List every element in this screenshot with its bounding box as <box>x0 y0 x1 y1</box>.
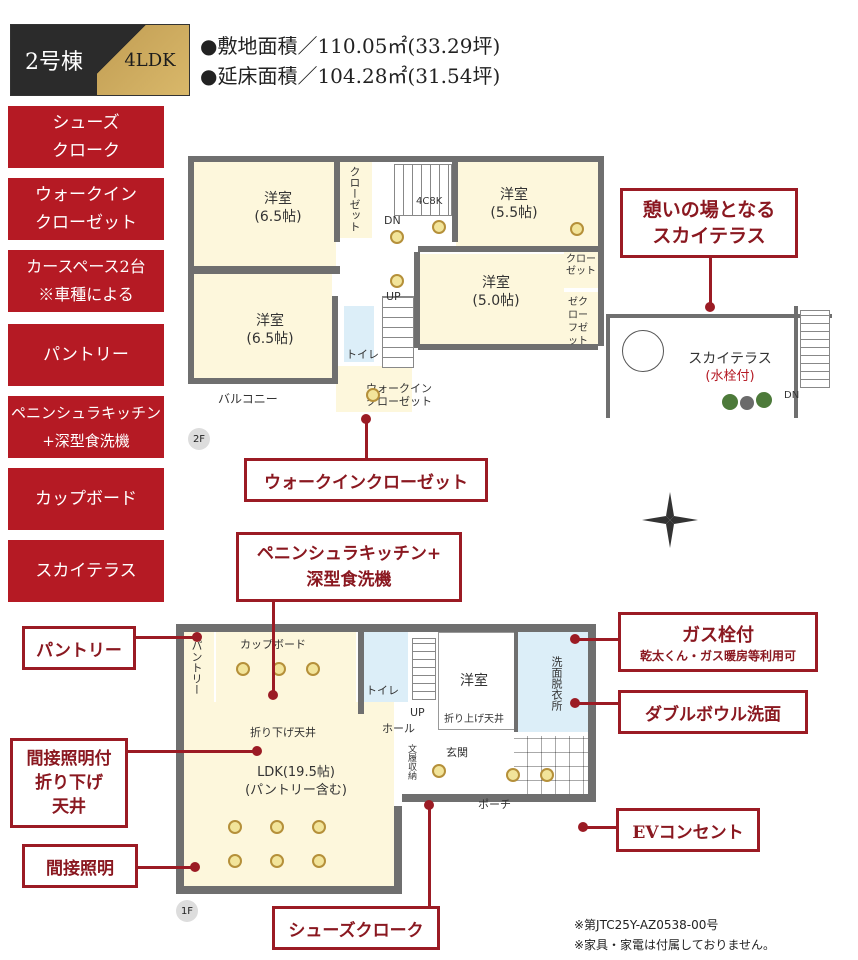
menu-cupboard: カップボード <box>8 468 164 530</box>
room-2f-d: 洋室 (5.0帖) <box>472 275 520 309</box>
hall-1f: ホール <box>382 722 415 735</box>
disclaimer-note: ※家具・家電は付属しておりません。 <box>574 938 775 952</box>
callout-walk-in-closet: ウォークインクローゼット <box>244 458 488 502</box>
shoes-1f: 文履収納 <box>406 744 416 780</box>
menu-shoes-closet: シューズ クローク <box>8 106 164 168</box>
toilet-2f: トイレ <box>346 348 379 361</box>
floor-1f-label: 1F <box>176 900 198 922</box>
callout-indirect-ceiling: 間接照明付 折り下げ 天井 <box>10 738 128 828</box>
compass-icon <box>642 492 698 548</box>
closet-2f-2: クローゼット <box>566 254 596 277</box>
menu-sky-terrace: スカイテラス <box>8 540 164 602</box>
layout-label: 4LDK <box>97 25 189 95</box>
ceiling-1f: 折り下げ天井 <box>250 726 316 739</box>
menu-kitchen: ペニンシュラキッチン +深型食洗機 <box>8 396 164 458</box>
callout-ev-outlet: EVコンセント <box>616 808 760 852</box>
genkan-1f: 玄関 <box>446 746 468 759</box>
callout-pantry: パントリー <box>22 626 136 670</box>
closet-2f-3: ゼクロー フゼット <box>568 297 588 347</box>
room-2f-a: 洋室 (6.5帖) <box>254 191 302 225</box>
floor-plan-1f: パントリー カップボード 折り下げ天井 LDK(19.5帖) (パントリー含む)… <box>176 624 596 894</box>
menu-walk-in-closet: ウォークイン クローゼット <box>8 178 164 240</box>
storage-2f: 4C8K <box>416 196 443 207</box>
floor-area: ●延床面積／104.28㎡(31.54坪) <box>200 64 501 88</box>
wic-2f: ウォークイン クローゼット <box>366 382 432 408</box>
room-2f-b: 洋室 (6.5帖) <box>246 313 294 347</box>
unit-label: 2号棟 <box>11 25 97 95</box>
dn-2f: DN <box>384 214 401 227</box>
room-2f-c: 洋室 (5.5帖) <box>490 187 538 221</box>
pantry-1f: パントリー <box>190 640 203 695</box>
toilet-1f: トイレ <box>366 684 399 697</box>
callout-gas-title: ガス栓付 <box>682 624 754 646</box>
western-1f: 洋室 <box>460 673 488 689</box>
sky-terrace-sub: (水栓付) <box>705 369 755 384</box>
ldk-1f: LDK(19.5帖) (パントリー含む) <box>245 765 347 798</box>
callout-sky-terrace: 憩いの場となる スカイテラス <box>620 188 798 258</box>
ceiling2-1f: 折り上げ天井 <box>444 714 504 725</box>
floor-2f-label: 2F <box>188 428 210 450</box>
callout-kitchen: ペニンシュラキッチン+ 深型食洗機 <box>236 532 462 602</box>
wash-1f: 洗面脱衣所 <box>550 656 563 711</box>
callout-double-bowl: ダブルボウル洗面 <box>618 690 808 734</box>
callout-indirect-light: 間接照明 <box>22 844 138 888</box>
porch-1f: ポーチ <box>478 798 511 811</box>
floor-plan-2f: 洋室 (6.5帖) 洋室 (6.5帖) 洋室 (5.5帖) 洋室 (5.0帖) … <box>188 156 604 412</box>
menu-pantry: パントリー <box>8 324 164 386</box>
sky-dn: DN <box>784 390 800 401</box>
callout-shoes-closet: シューズクローク <box>272 906 440 950</box>
callout-gas: ガス栓付 乾太くん・ガス暖房等利用可 <box>618 612 818 672</box>
unit-badge: 2号棟 4LDK <box>10 24 190 96</box>
menu-car-space: カースペース2台 ※車種による <box>8 250 164 312</box>
callout-gas-sub: 乾太くん・ガス暖房等利用可 <box>639 648 796 663</box>
closet-2f-1: クローゼット <box>348 166 361 232</box>
sky-terrace-label: スカイテラス <box>688 351 772 367</box>
balcony-2f: バルコニー <box>218 392 278 406</box>
site-area: ●敷地面積／110.05㎡(33.29坪) <box>200 34 501 58</box>
sky-terrace-plan: スカイテラス (水栓付) DN <box>606 306 832 418</box>
up-2f: UP <box>386 290 401 303</box>
up-1f: UP <box>410 706 425 719</box>
permit-note: ※第JTC25Y-AZ0538-00号 <box>574 918 719 932</box>
